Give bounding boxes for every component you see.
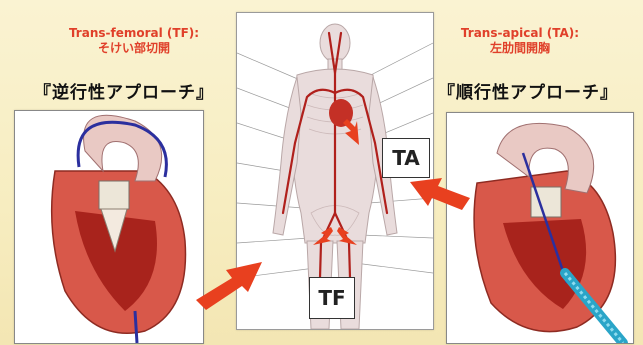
- tf-caption-line2: そけい部切開: [34, 41, 234, 56]
- ta-caption-line1: Trans-apical (TA):: [420, 26, 620, 41]
- retrograde-heart-panel: [14, 110, 204, 344]
- tf-caption-line1: Trans-femoral (TF):: [34, 26, 234, 41]
- antegrade-heart-illustration: [447, 113, 633, 343]
- tf-caption: Trans-femoral (TF): そけい部切開: [34, 26, 234, 56]
- tf-label-box: TF: [309, 277, 355, 319]
- retrograde-approach-label: 『逆行性アプローチ』: [34, 78, 214, 103]
- retrograde-heart-illustration: [15, 111, 203, 343]
- antegrade-approach-label: 『順行性アプローチ』: [438, 78, 618, 103]
- ta-label-box: TA: [382, 138, 430, 178]
- ta-caption: Trans-apical (TA): 左肋間開胸: [420, 26, 620, 56]
- antegrade-heart-panel: [446, 112, 634, 344]
- ta-caption-line2: 左肋間開胸: [420, 41, 620, 56]
